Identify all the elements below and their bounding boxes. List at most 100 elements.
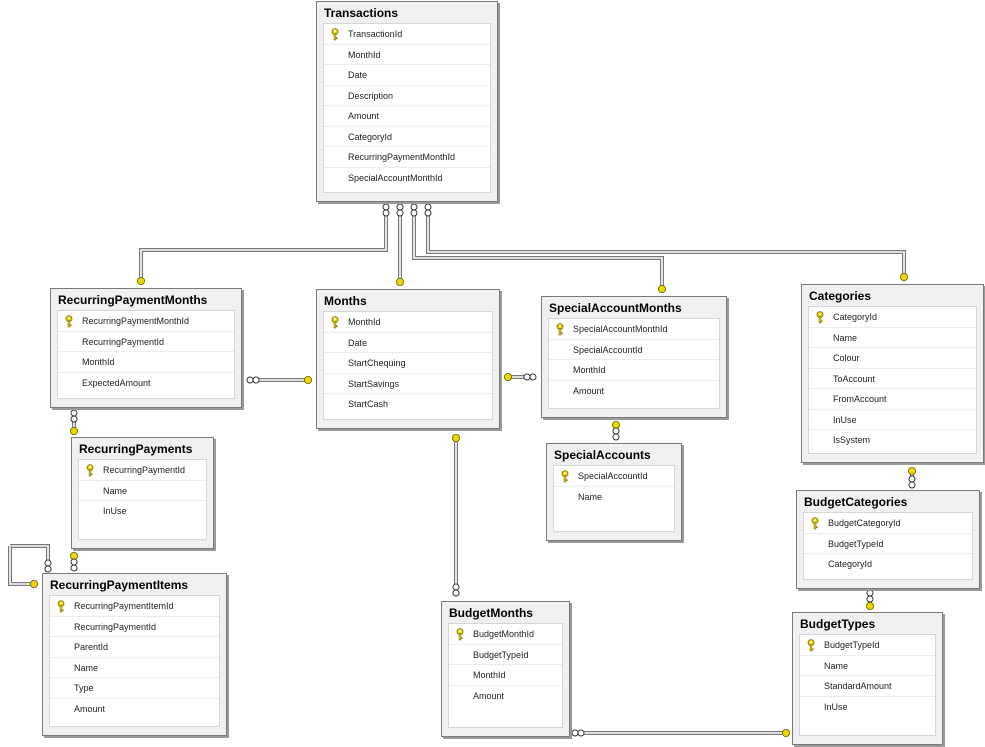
column-row[interactable]: StandardAmount: [800, 676, 935, 697]
column-row[interactable]: MonthId: [324, 45, 490, 65]
column-row[interactable]: CategoryId: [809, 307, 976, 328]
column-row[interactable]: Name: [554, 487, 674, 508]
table-title[interactable]: SpecialAccounts: [554, 448, 651, 462]
column-row[interactable]: Name: [800, 656, 935, 676]
table-title[interactable]: BudgetTypes: [800, 617, 876, 631]
column-row[interactable]: Name: [79, 481, 206, 501]
column-row[interactable]: MonthId: [324, 312, 492, 333]
column-row[interactable]: BudgetTypeId: [800, 635, 935, 656]
column-row[interactable]: BudgetTypeId: [449, 645, 562, 665]
column-row[interactable]: Amount: [50, 699, 219, 720]
column-name: InUse: [824, 701, 848, 712]
column-row[interactable]: InUse: [800, 697, 935, 718]
many-end-infinity-icon: [44, 559, 52, 573]
table-title[interactable]: SpecialAccountMonths: [549, 301, 682, 315]
column-name: StartSavings: [348, 378, 400, 389]
primary-key-icon: [807, 639, 815, 652]
table-title[interactable]: RecurringPayments: [79, 442, 193, 456]
table-title[interactable]: Transactions: [324, 6, 399, 20]
column-name: TransactionId: [348, 29, 403, 39]
column-row[interactable]: RecurringPaymentItemId: [50, 596, 219, 617]
column-row[interactable]: Amount: [324, 106, 490, 127]
rel-recurringpaymentitems-self-top[interactable]: [10, 544, 50, 568]
column-row[interactable]: Amount: [449, 686, 562, 707]
column-row[interactable]: InUse: [809, 410, 976, 430]
table-title[interactable]: Months: [324, 294, 367, 308]
column-row[interactable]: ExpectedAmount: [58, 373, 234, 394]
column-row[interactable]: InUse: [79, 501, 206, 522]
many-end-infinity-icon: [382, 203, 390, 217]
column-row[interactable]: CategoryId: [804, 554, 972, 575]
column-row[interactable]: BudgetTypeId: [804, 534, 972, 554]
one-end-key-icon: [303, 375, 312, 384]
column-name: StartCash: [348, 399, 389, 409]
many-end-infinity-icon: [571, 729, 585, 737]
column-row[interactable]: RecurringPaymentMonthId: [58, 311, 234, 332]
column-name: Amount: [74, 703, 106, 714]
column-row[interactable]: Description: [324, 86, 490, 106]
column-row[interactable]: Amount: [549, 381, 719, 402]
column-row[interactable]: StartSavings: [324, 374, 492, 394]
column-row[interactable]: SpecialAccountId: [549, 340, 719, 360]
primary-key-icon: [57, 600, 65, 613]
column-row[interactable]: FromAccount: [809, 389, 976, 410]
column-row[interactable]: Type: [50, 678, 219, 699]
one-end-key-icon: [29, 580, 38, 589]
column-name: SpecialAccountId: [578, 471, 648, 481]
column-row[interactable]: ToAccount: [809, 369, 976, 389]
column-row[interactable]: StartCash: [324, 394, 492, 415]
column-row[interactable]: StartChequing: [324, 353, 492, 374]
column-row[interactable]: RecurringPaymentId: [50, 617, 219, 637]
table-title[interactable]: Categories: [809, 289, 872, 303]
rel-transactions-recurringpaymentmonths[interactable]: [139, 210, 388, 280]
column-name: InUse: [833, 414, 857, 425]
column-row[interactable]: CategoryId: [324, 127, 490, 147]
column-row[interactable]: TransactionId: [324, 24, 490, 45]
table-title[interactable]: RecurringPaymentItems: [50, 578, 189, 592]
column-row[interactable]: RecurringPaymentId: [79, 460, 206, 481]
column-row[interactable]: Date: [324, 333, 492, 353]
column-row[interactable]: SpecialAccountId: [554, 466, 674, 487]
table-title[interactable]: RecurringPaymentMonths: [58, 293, 208, 307]
column-row[interactable]: Name: [50, 658, 219, 678]
column-row[interactable]: SpecialAccountMonthId: [549, 319, 719, 340]
column-row[interactable]: RecurringPaymentId: [58, 332, 234, 352]
column-row[interactable]: BudgetCategoryId: [804, 513, 972, 534]
column-name: MonthId: [573, 365, 606, 375]
table-title[interactable]: BudgetMonths: [449, 606, 533, 620]
rel-transactions-categories[interactable]: [426, 210, 906, 276]
column-row[interactable]: Date: [324, 65, 490, 86]
column-name: CategoryId: [348, 131, 393, 142]
rel-recurringpaymentitems-self-left[interactable]: [8, 546, 34, 586]
column-row[interactable]: RecurringPaymentMonthId: [324, 147, 490, 168]
column-row[interactable]: BudgetMonthId: [449, 624, 562, 645]
rel-transactions-specialaccountmonths[interactable]: [412, 210, 664, 288]
column-row[interactable]: MonthId: [58, 352, 234, 373]
column-row[interactable]: Name: [809, 328, 976, 348]
column-row[interactable]: SpecialAccountMonthId: [324, 168, 490, 189]
column-row[interactable]: Colour: [809, 348, 976, 369]
column-row[interactable]: MonthId: [449, 665, 562, 686]
table-title[interactable]: BudgetCategories: [804, 495, 908, 509]
column-row[interactable]: IsSystem: [809, 430, 976, 451]
column-row[interactable]: MonthId: [549, 360, 719, 381]
many-end-infinity-icon: [523, 373, 537, 381]
one-end-key-icon: [900, 272, 909, 281]
column-name: FromAccount: [833, 394, 887, 404]
column-row[interactable]: ParentId: [50, 637, 219, 658]
column-name: Type: [74, 683, 94, 693]
column-name: BudgetTypeId: [824, 640, 880, 650]
